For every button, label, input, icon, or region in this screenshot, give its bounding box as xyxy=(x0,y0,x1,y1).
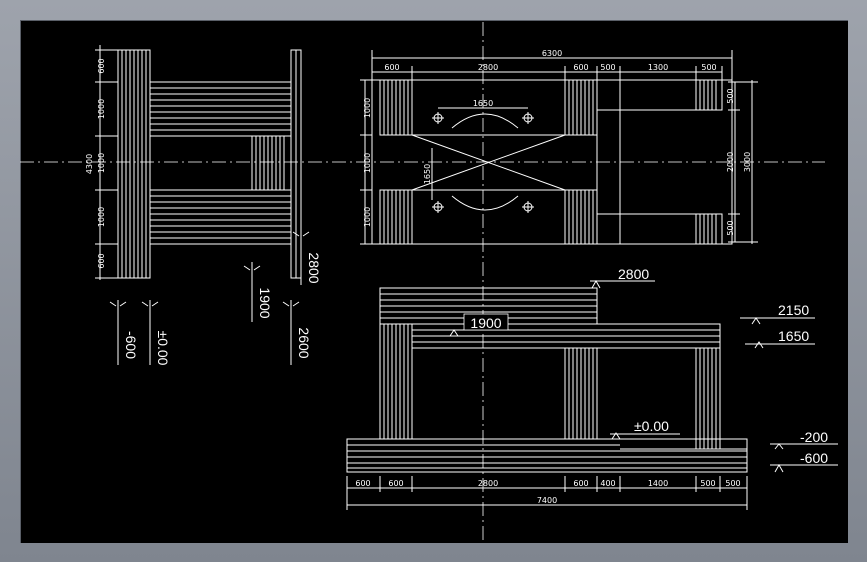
level-front-minus-200: -200 xyxy=(800,429,828,445)
dim-top-2: 2800 xyxy=(478,63,498,72)
dim-bottom-7: 500 xyxy=(700,479,715,488)
dim-left-3: 1000 xyxy=(363,207,372,227)
dim-side-5: 600 xyxy=(97,253,106,268)
level-2600: 2600 xyxy=(296,327,312,358)
level-front-zero: ±0.00 xyxy=(634,418,669,434)
dim-top-4: 500 xyxy=(600,63,615,72)
dim-side-overall: 4300 xyxy=(85,154,94,174)
drawing-canvas[interactable] xyxy=(20,20,848,543)
dim-bottom-6: 1400 xyxy=(648,479,668,488)
dim-side-3: 1000 xyxy=(97,153,106,173)
top-view-labels: 6300 600 2800 600 500 1300 500 1650 1650… xyxy=(363,49,752,236)
centerlines xyxy=(20,22,825,540)
dim-right-inner-1: 500 xyxy=(726,88,735,103)
dim-side-2: 1000 xyxy=(97,99,106,119)
dim-side-1: 600 xyxy=(97,58,106,73)
dim-bolt-spacing-vertical: 1650 xyxy=(423,164,432,184)
mid-column-top xyxy=(564,79,598,136)
top-view-plan xyxy=(360,50,758,245)
level-2800: 2800 xyxy=(306,252,322,283)
level-front-minus-600: -600 xyxy=(800,450,828,466)
dim-right-outer: 3000 xyxy=(743,152,752,172)
dim-bottom-3: 2800 xyxy=(478,479,498,488)
level-front-2150: 2150 xyxy=(778,302,809,318)
left-column-top xyxy=(379,79,413,136)
dim-bottom-8: 500 xyxy=(725,479,740,488)
dim-overall-width: 6300 xyxy=(542,49,562,58)
level-front-1650: 1650 xyxy=(778,328,809,344)
dim-left-1: 1000 xyxy=(363,98,372,118)
dim-bolt-spacing: 1650 xyxy=(473,99,493,108)
bolt-holes xyxy=(432,112,534,213)
front-view xyxy=(346,279,838,510)
dim-side-4: 1000 xyxy=(97,207,106,227)
dim-top-6: 500 xyxy=(701,63,716,72)
level-front-1900: 1900 xyxy=(470,315,501,331)
level-minus-600: -600 xyxy=(123,331,139,359)
mid-column-bottom xyxy=(564,189,598,245)
dim-bottom-4: 600 xyxy=(573,479,588,488)
side-view-labels: 600 1000 1000 1000 600 4300 -600 ±0.00 1… xyxy=(85,58,322,365)
dim-right-inner-2: 2000 xyxy=(726,152,735,172)
dim-bottom-5: 400 xyxy=(600,479,615,488)
level-front-2800: 2800 xyxy=(618,266,649,282)
dim-top-5: 1300 xyxy=(648,63,668,72)
dim-bottom-2: 600 xyxy=(388,479,403,488)
dim-bottom-1: 600 xyxy=(355,479,370,488)
level-zero: ±0.00 xyxy=(155,331,171,366)
level-1900: 1900 xyxy=(257,287,273,318)
left-column-bottom xyxy=(379,189,413,245)
dim-bottom-overall: 7400 xyxy=(537,496,557,505)
right-column-bottom xyxy=(695,213,723,245)
right-column-top xyxy=(695,79,723,111)
dim-top-1: 600 xyxy=(384,63,399,72)
dim-top-3: 600 xyxy=(573,63,588,72)
front-view-labels: 2800 2150 1650 1900 ±0.00 -200 -600 600 … xyxy=(355,266,828,505)
side-view xyxy=(95,45,310,365)
dim-right-inner-3: 500 xyxy=(726,220,735,235)
dim-left-2: 1000 xyxy=(363,153,372,173)
